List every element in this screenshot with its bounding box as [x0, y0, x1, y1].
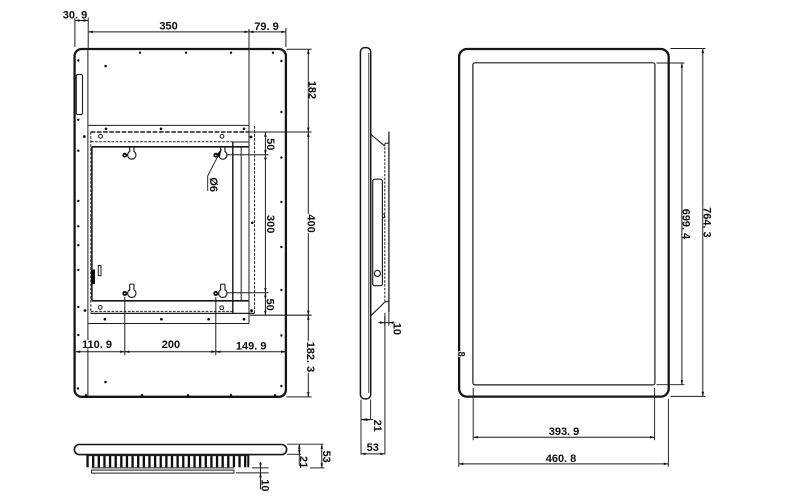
svg-text:350: 350	[159, 20, 177, 32]
svg-text:50: 50	[264, 138, 276, 150]
svg-text:30. 9: 30. 9	[63, 9, 87, 21]
svg-text:53: 53	[367, 442, 379, 454]
svg-text:8: 8	[457, 352, 467, 357]
svg-text:79. 9: 79. 9	[254, 21, 278, 33]
svg-text:21: 21	[297, 456, 309, 468]
svg-text:Ø6: Ø6	[207, 177, 219, 192]
svg-text:699. 4: 699. 4	[680, 209, 692, 240]
svg-text:300: 300	[264, 215, 276, 233]
svg-text:21: 21	[371, 420, 383, 432]
svg-text:393. 9: 393. 9	[549, 426, 580, 438]
svg-text:110. 9: 110. 9	[82, 339, 112, 351]
svg-text:764. 3: 764. 3	[700, 207, 712, 238]
svg-text:182. 3: 182. 3	[304, 342, 316, 373]
svg-text:460. 8: 460. 8	[546, 453, 577, 465]
svg-text:10: 10	[391, 323, 403, 335]
svg-text:50: 50	[263, 298, 275, 310]
svg-text:53: 53	[320, 450, 332, 462]
svg-text:10: 10	[258, 479, 270, 491]
svg-text:149. 9: 149. 9	[236, 340, 267, 352]
svg-text:400: 400	[305, 214, 317, 232]
svg-text:182: 182	[306, 81, 318, 99]
svg-text:200: 200	[162, 339, 180, 351]
